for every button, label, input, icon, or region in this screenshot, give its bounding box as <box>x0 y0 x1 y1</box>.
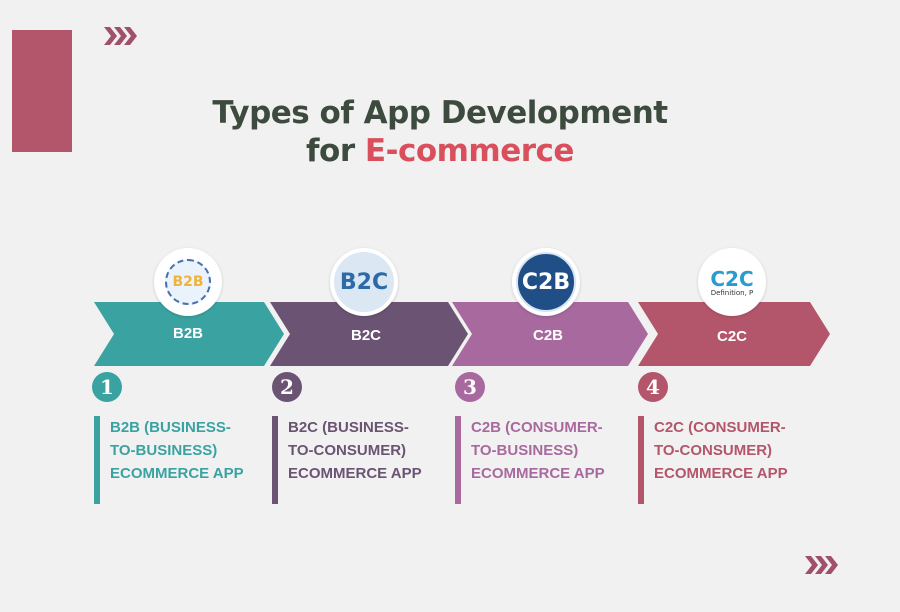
arrow-label-c2b: C2B <box>532 327 563 344</box>
desc-b2c: B2C (BUSINESS- TO-CONSUMER) ECOMMERCE AP… <box>272 416 442 504</box>
desc-line: ECOMMERCE APP <box>110 465 244 482</box>
desc-line: C2C (CONSUMER- <box>654 419 786 436</box>
arrow-label-b2b: B2B <box>172 325 203 342</box>
title-line-1: Types of App Development <box>212 95 668 131</box>
page-title: Types of App Development for E-commerce <box>0 94 880 170</box>
desc-c2b: C2B (CONSUMER- TO-BUSINESS) ECOMMERCE AP… <box>455 416 625 504</box>
arrow-label-b2c: B2C <box>350 327 381 344</box>
c2c-logo-icon: C2C Definition, P <box>698 248 766 316</box>
title-highlight: E-commerce <box>364 133 575 169</box>
desc-line: TO-BUSINESS) <box>110 442 218 459</box>
desc-line: ECOMMERCE APP <box>288 465 422 482</box>
triple-chevron-icon <box>805 556 838 574</box>
accent-block <box>12 30 72 152</box>
desc-line: ECOMMERCE APP <box>654 465 788 482</box>
c2c-badge: C2C Definition, P <box>702 252 762 312</box>
b2b-network-icon: B2B <box>154 248 222 316</box>
desc-b2b: B2B (BUSINESS- TO-BUSINESS) ECOMMERCE AP… <box>94 416 264 504</box>
step-number-4: 4 <box>638 372 668 402</box>
title-line-2: for E-commerce <box>0 132 880 170</box>
arrow-label-c2c: C2C <box>716 328 747 345</box>
arrow-c2c <box>638 302 830 366</box>
arrow-b2c <box>270 302 468 366</box>
c2b-badge-text: C2B <box>516 252 576 312</box>
arrow-c2b <box>452 302 648 366</box>
c2c-badge-text: C2C <box>710 267 754 291</box>
desc-line: TO-BUSINESS) <box>471 442 579 459</box>
c2b-logo-icon: C2B <box>512 248 580 316</box>
b2b-badge-text: B2B <box>165 259 211 305</box>
desc-line: TO-CONSUMER) <box>654 442 773 459</box>
b2c-logo-icon: B2C <box>330 248 398 316</box>
desc-c2c: C2C (CONSUMER- TO-CONSUMER) ECOMMERCE AP… <box>638 416 808 504</box>
c2c-badge-subtext: Definition, P <box>710 289 754 297</box>
desc-line: B2B (BUSINESS- <box>110 419 231 436</box>
step-number-1: 1 <box>92 372 122 402</box>
triple-chevron-icon <box>104 27 137 45</box>
desc-line: ECOMMERCE APP <box>471 465 605 482</box>
desc-line: TO-CONSUMER) <box>288 442 407 459</box>
desc-line: B2C (BUSINESS- <box>288 419 409 436</box>
step-number-2: 2 <box>272 372 302 402</box>
arrow-b2b <box>94 302 284 366</box>
desc-line: C2B (CONSUMER- <box>471 419 603 436</box>
b2c-badge-text: B2C <box>334 252 394 312</box>
title-line-2-prefix: for <box>306 133 365 169</box>
step-number-3: 3 <box>455 372 485 402</box>
